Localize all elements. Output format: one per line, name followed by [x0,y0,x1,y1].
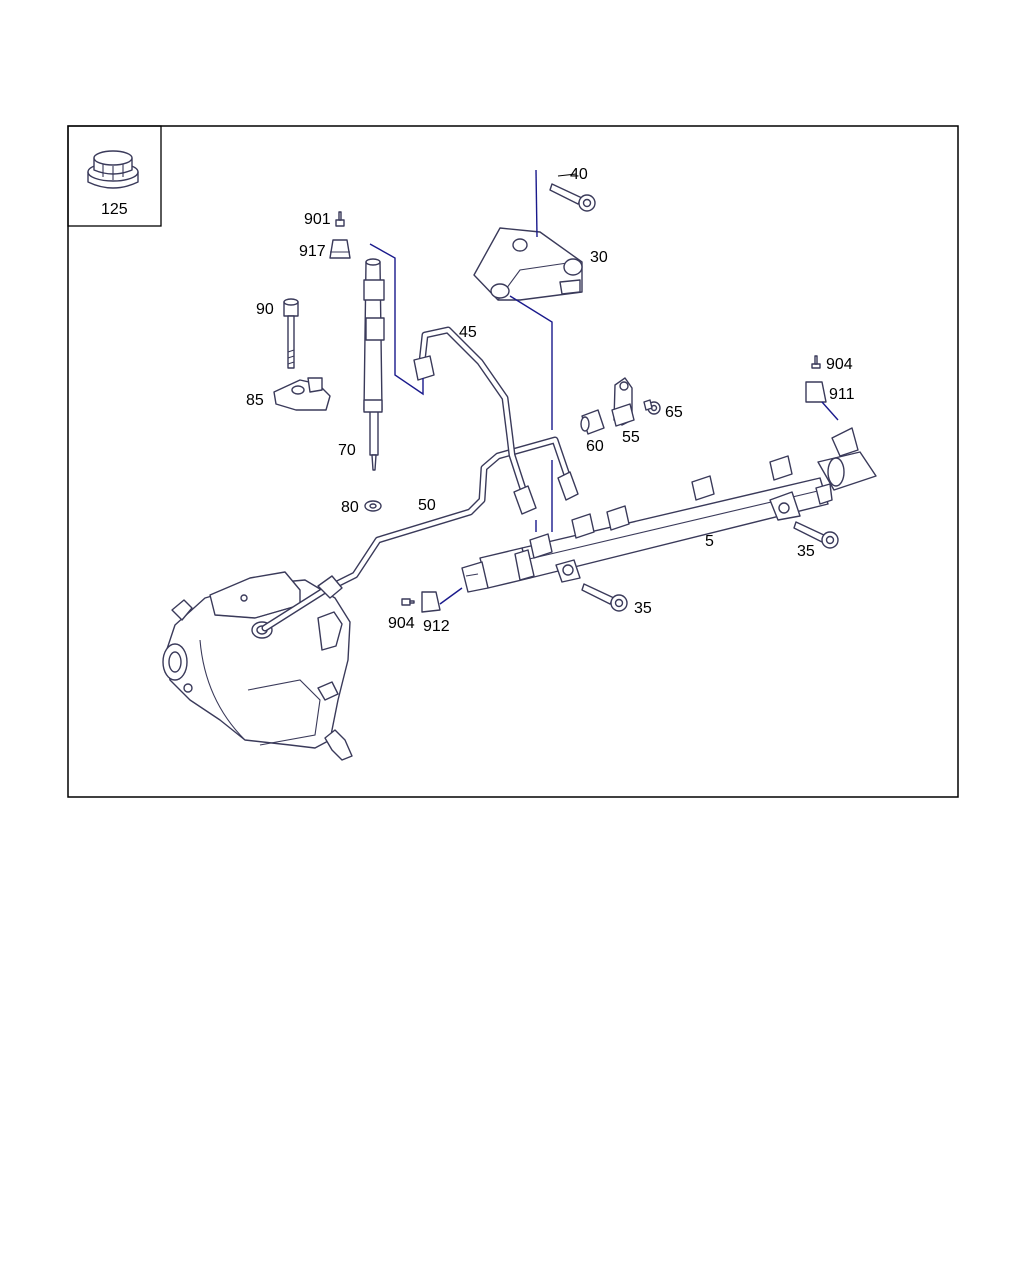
callout-60[interactable]: 60 [586,438,604,455]
callout-917[interactable]: 917 [299,243,326,260]
callout-904-top[interactable]: 904 [826,356,853,373]
pressure-pipe-45 [413,326,537,515]
callout-55[interactable]: 55 [622,429,640,446]
callout-904-bottom[interactable]: 904 [388,615,415,632]
clamp-85 [273,377,331,411]
holder-55 [611,377,635,427]
callout-40[interactable]: 40 [570,166,588,183]
injector-70 [363,258,385,471]
inset-box [67,125,162,227]
callout-90[interactable]: 90 [256,301,274,318]
callout-80[interactable]: 80 [341,499,359,516]
symbol-904-bottom [401,598,415,606]
bracket-30 [473,227,583,301]
callout-901[interactable]: 901 [304,211,331,228]
symbol-911 [805,381,827,403]
callout-85[interactable]: 85 [246,392,264,409]
callout-45[interactable]: 45 [459,324,477,341]
symbol-904-top [811,355,821,369]
high-pressure-pump [162,571,353,761]
callout-30[interactable]: 30 [590,249,608,266]
nut-65 [643,399,661,415]
bolt-90 [283,298,299,369]
diagram-border [67,125,959,798]
leader-lines [369,169,839,605]
callout-65[interactable]: 65 [665,404,683,421]
callout-5[interactable]: 5 [705,533,714,550]
inset-part-number[interactable]: 125 [101,201,128,218]
washer-80 [364,500,382,512]
callout-911[interactable]: 911 [829,386,855,403]
callout-70[interactable]: 70 [338,442,356,459]
callout-912[interactable]: 912 [423,618,450,635]
callout-labels: 5 30 35 35 40 45 50 55 60 65 70 80 85 90… [246,166,855,635]
fuel-rail-5 [461,427,877,593]
sleeve-60 [580,409,605,435]
bolt-35-right [793,521,839,549]
symbol-901 [335,211,345,227]
callout-35-right[interactable]: 35 [797,543,815,560]
symbol-917 [329,239,351,259]
cap-part-125 [87,150,139,189]
callout-50[interactable]: 50 [418,497,436,514]
bolt-35-lower [581,583,628,612]
pressure-pipe-50 [261,436,579,632]
callout-35-lower[interactable]: 35 [634,600,652,617]
bolt-40 [549,183,596,212]
symbol-912 [421,591,441,613]
